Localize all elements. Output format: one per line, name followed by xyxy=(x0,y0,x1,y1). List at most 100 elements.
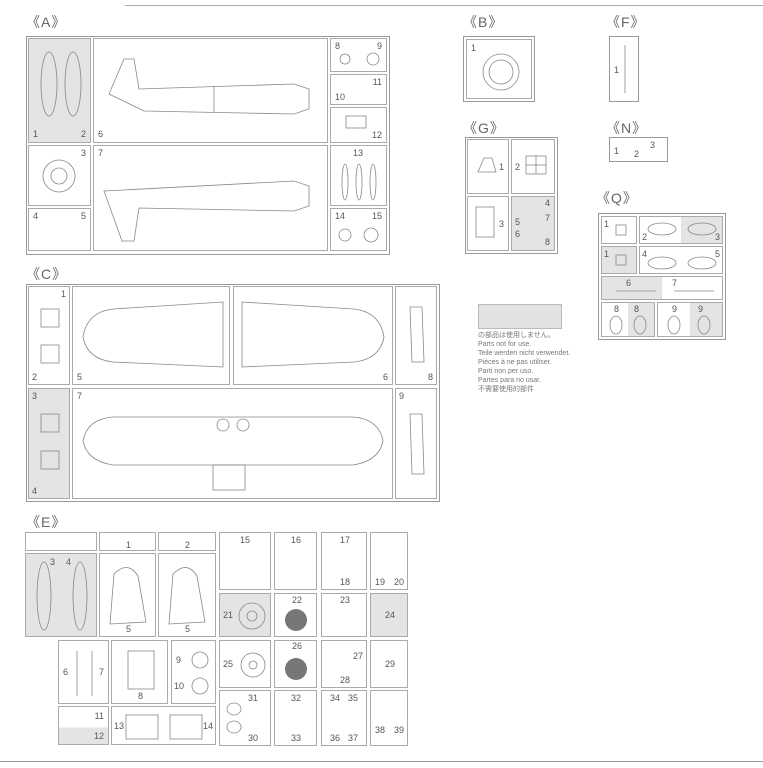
part-number: 32 xyxy=(291,693,302,703)
legend-line: Pièces à ne pas utiliser. xyxy=(478,359,552,366)
tank-drawing xyxy=(647,256,717,270)
sprue-e-cell-34-37: 34 35 36 37 xyxy=(321,690,367,746)
sprue-e-cell-5a: 5 xyxy=(99,553,156,637)
part-number: 1 xyxy=(498,162,504,172)
legend-line: 不需要使用的部件 xyxy=(478,386,534,393)
part-number: 7 xyxy=(544,213,550,223)
drop-tank-drawing xyxy=(36,561,88,631)
part-number: 4 xyxy=(32,486,38,496)
sprue-c-cell-9: 9 xyxy=(395,388,437,499)
sprue-a-cell-14-15: 14 15 xyxy=(330,208,387,251)
part-number: 27 xyxy=(352,651,363,661)
part-drawing xyxy=(609,315,647,335)
sprue-e-cell-26: 26 xyxy=(274,640,317,688)
part-number: 6 xyxy=(63,667,69,677)
part-number: 34 xyxy=(330,693,341,703)
engine-cylinders-drawing xyxy=(285,658,307,680)
part-number: 7 xyxy=(98,148,104,158)
sprue-e-cell-23: 23 xyxy=(321,593,367,637)
part-number: 1 xyxy=(604,249,610,259)
sprue-e-cell-5b: 5 xyxy=(158,553,216,637)
part-number: 13 xyxy=(353,148,364,158)
rudder-drawing xyxy=(109,567,147,625)
part-number: 14 xyxy=(202,721,213,731)
part-number: 8 xyxy=(634,304,640,314)
part-number: 11 xyxy=(94,711,104,721)
part-drawing xyxy=(477,157,497,173)
part-number: 37 xyxy=(348,733,359,743)
part-number: 31 xyxy=(248,693,259,703)
part-number: 4 xyxy=(66,557,72,567)
legend-line: Teile werden nicht verwendet. xyxy=(478,350,571,357)
part-number: 3 xyxy=(32,391,38,401)
part-number: 1 xyxy=(126,540,132,550)
part-number: 4 xyxy=(642,249,648,259)
part-number: 8 xyxy=(138,691,144,701)
part-number: 12 xyxy=(371,130,382,140)
part-number: 1 xyxy=(33,129,39,139)
drop-tank-drawing xyxy=(40,51,82,117)
part-number: 36 xyxy=(330,733,341,743)
unused-parts-legend: の部品は使用しません。 Parts not for use. Teile wer… xyxy=(478,331,570,394)
sprue-e-cell-2: 2 xyxy=(158,532,216,551)
sprue-a-cell-10-11: 10 11 xyxy=(330,74,387,105)
sprue-e-cell-25: 25 xyxy=(219,640,271,688)
ring-drawing xyxy=(482,53,520,91)
part-number: 8 xyxy=(335,41,341,51)
part-number: 8 xyxy=(544,237,550,247)
sprue-a-cell-12: 12 xyxy=(330,107,387,143)
sprue-g: 1 2 3 4 5 6 7 8 xyxy=(465,137,558,254)
part-number: 7 xyxy=(672,278,678,288)
part-drawing xyxy=(40,308,60,364)
sprue-e-cell-32-33: 32 33 xyxy=(274,690,317,746)
part-drawing xyxy=(615,254,627,266)
top-rule xyxy=(125,5,763,6)
part-number: 1 xyxy=(471,43,477,53)
part-drawing xyxy=(475,206,495,238)
part-number: 10 xyxy=(335,92,346,102)
sprue-g-cell-3: 3 xyxy=(467,196,509,251)
part-number: 33 xyxy=(291,733,302,743)
sprue-c: 1 2 5 6 8 3 4 7 9 xyxy=(26,284,440,502)
part-number: 3 xyxy=(714,232,720,242)
sprue-e-cell-15: 15 xyxy=(219,532,271,590)
sprue-e-cell-8: 8 xyxy=(111,640,168,704)
part-drawing xyxy=(667,315,711,335)
part-number: 17 xyxy=(340,535,351,545)
bottom-rule xyxy=(0,761,763,762)
sprue-b: 1 xyxy=(463,36,535,102)
rudder-drawing xyxy=(168,567,206,625)
lower-wing-drawing xyxy=(82,416,384,491)
legend-line: の部品は使用しません。 xyxy=(478,332,555,339)
sprue-e-cell-21: 21 xyxy=(219,593,271,637)
sprue-a-label: 《A》 xyxy=(26,14,67,30)
legend-line: Parts not for use. xyxy=(478,341,532,348)
sprue-n: 1 2 3 xyxy=(609,137,668,162)
unused-parts-swatch xyxy=(478,304,562,329)
sprue-e-cell-blank xyxy=(25,532,97,551)
legend-line: Parti non per uso. xyxy=(478,368,534,375)
part-number: 5 xyxy=(77,372,83,382)
part-number: 26 xyxy=(292,641,303,651)
part-number: 35 xyxy=(348,693,359,703)
part-number: 23 xyxy=(340,595,351,605)
part-number: 1 xyxy=(604,219,610,229)
sprue-n-label: 《N》 xyxy=(606,120,648,136)
part-drawing xyxy=(616,290,714,292)
part-drawing xyxy=(127,650,155,690)
part-drawing xyxy=(42,159,76,193)
sprue-a-cell-fuselage-right: 7 xyxy=(93,145,328,251)
sprue-e-cell-29: 29 xyxy=(370,640,408,688)
wing-drawing xyxy=(241,301,385,368)
part-number: 2 xyxy=(634,149,640,159)
part-number: 24 xyxy=(385,610,396,620)
part-number: 3 xyxy=(650,140,656,150)
part-number: 2 xyxy=(185,540,191,550)
sprue-c-cell-lower-wing: 7 xyxy=(72,388,393,499)
part-number: 4 xyxy=(33,211,39,221)
